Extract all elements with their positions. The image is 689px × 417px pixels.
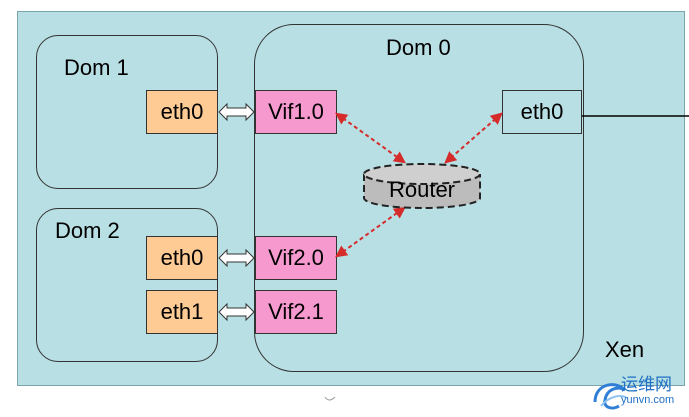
- dom1-eth0: eth0: [146, 90, 218, 134]
- watermark-text: 运维网: [621, 375, 672, 395]
- small-mark: [324, 396, 336, 401]
- watermark-logo: 运维网 yunvn.com: [591, 368, 681, 412]
- xen-label: Xen: [605, 337, 645, 362]
- router-shape: [363, 163, 481, 209]
- dom2-eth1: eth1: [146, 290, 218, 334]
- dom1-title: Dom 1: [64, 55, 129, 80]
- vif2-1: Vif2.1: [255, 290, 337, 334]
- link-eth0-router: [444, 112, 503, 164]
- vif1-0: Vif1.0: [255, 90, 337, 134]
- dom0-eth0: eth0: [502, 90, 582, 134]
- dom2-eth0: eth0: [146, 236, 218, 280]
- router-label: Router: [389, 177, 455, 202]
- dom0-title: Dom 0: [386, 35, 451, 60]
- link-vif1-router: [335, 112, 406, 164]
- watermark-swirl-icon: [593, 383, 628, 410]
- dom2-title: Dom 2: [55, 218, 120, 243]
- dom2-box: [36, 208, 218, 362]
- link-vif2-router: [335, 206, 406, 258]
- link-dom2-eth1-vif2-1: [218, 302, 255, 322]
- vif2-0: Vif2.0: [255, 236, 337, 280]
- link-dom1-eth0-vif1-0: [218, 102, 255, 122]
- link-dom2-eth0-vif2-0: [218, 248, 255, 268]
- watermark-subtext: yunvn.com: [621, 394, 675, 406]
